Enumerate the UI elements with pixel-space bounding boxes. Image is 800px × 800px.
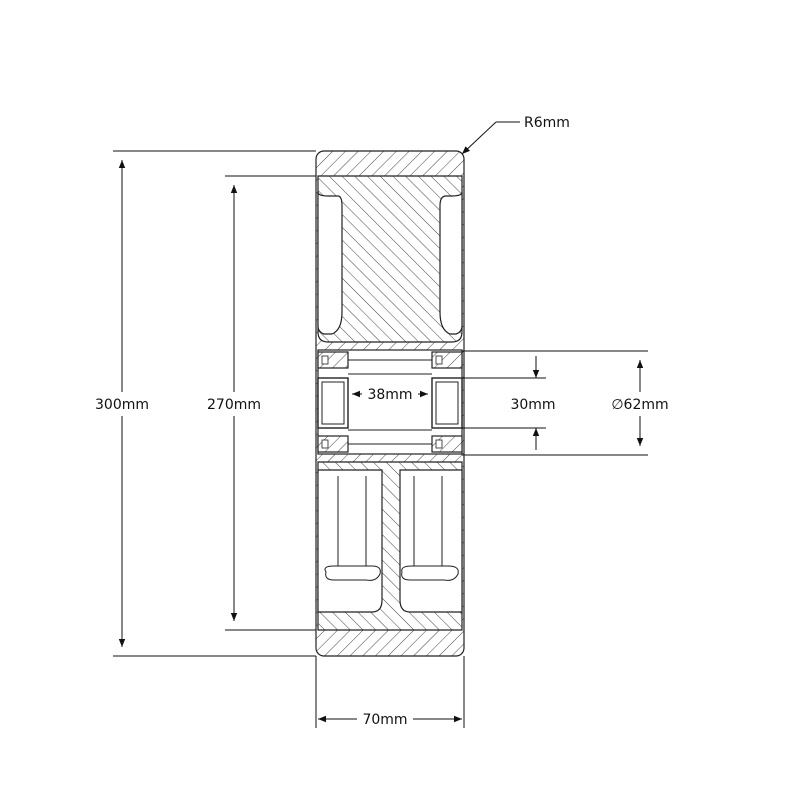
lower-right-loop: [401, 565, 459, 581]
wheel-body: [315, 150, 465, 657]
dim-38: 38mm: [352, 387, 428, 403]
hub-diameter-label: 62mm: [624, 397, 669, 413]
dim-70: 70mm: [315, 656, 465, 728]
width-label: 70mm: [362, 712, 407, 728]
hub-diameter-text: ∅62mm: [611, 397, 668, 413]
left-bearing: [317, 351, 349, 453]
lower-right-inner: [413, 476, 443, 566]
diameter-symbol: ∅: [611, 397, 623, 413]
radius-label: R6mm: [524, 115, 570, 131]
lower-left-inner: [337, 476, 367, 566]
dim-radius: R6mm: [461, 115, 570, 155]
lower-left-loop: [324, 565, 381, 581]
lower-right-cavity: [399, 469, 463, 613]
bore-diameter-label: 30mm: [510, 397, 555, 413]
core-diameter-label: 270mm: [207, 397, 261, 413]
dim-270: 270mm: [207, 175, 316, 631]
dim-300: 300mm: [95, 150, 316, 657]
lower-left-cavity: [317, 469, 383, 613]
core-upper: [317, 175, 463, 343]
upper-left-recess: [317, 191, 343, 335]
right-bearing: [431, 351, 463, 453]
upper-right-recess: [439, 191, 463, 335]
dim-62: ∅62mm: [462, 350, 669, 456]
overall-diameter-label: 300mm: [95, 397, 149, 413]
dim-30: 30mm: [462, 356, 556, 450]
bore-width-label: 38mm: [367, 387, 412, 403]
